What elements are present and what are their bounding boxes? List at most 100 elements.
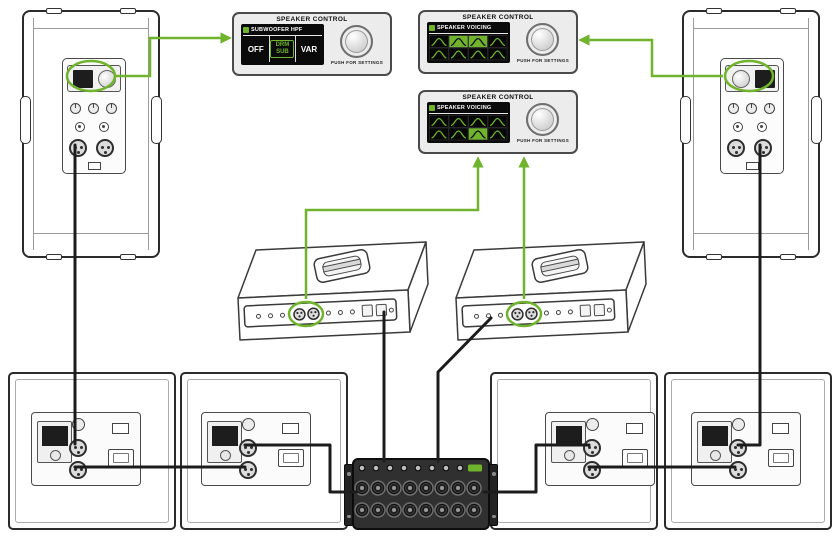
display-title: SPEAKER VOICING (437, 105, 492, 111)
xlr-input (69, 439, 87, 457)
foot (120, 8, 136, 14)
cabinet-frame (15, 379, 169, 523)
voicing-grid (429, 35, 508, 61)
xlr-input (729, 439, 747, 457)
lcd-screen (42, 426, 68, 446)
subwoofer-3 (490, 372, 658, 530)
xlr-thru (239, 461, 257, 479)
level-knob (106, 103, 117, 114)
display-unit (37, 421, 72, 463)
sub-amp-panel (545, 412, 655, 486)
foot (46, 254, 62, 260)
foot (780, 8, 796, 14)
ac-inlet (108, 449, 134, 467)
foot (780, 254, 796, 260)
push-knob (710, 450, 721, 461)
power-switch (746, 162, 759, 170)
display-unit (67, 65, 121, 92)
level-knob (72, 418, 85, 431)
display-unit (697, 421, 732, 463)
panel-header: SPEAKER CONTROL (276, 16, 348, 23)
wedge-subwoofer-right (455, 241, 647, 341)
knob-caption: PUSH FOR SETTINGS (516, 137, 569, 143)
full-range-speaker-left (20, 8, 162, 260)
xlr-input (583, 439, 601, 457)
lcd-screen (755, 70, 775, 88)
sub-amp-panel (691, 412, 801, 486)
cabinet-edge (33, 18, 34, 250)
display-unit (551, 421, 586, 463)
power-switch (282, 423, 299, 434)
xlr-thru (583, 461, 601, 479)
line-jack (75, 122, 85, 132)
cabinet-edge (808, 18, 809, 250)
mixer-gain-knobs (358, 464, 464, 472)
level-knob (728, 103, 739, 114)
sub-amp-panel (201, 412, 311, 486)
knob-caption: PUSH FOR SETTINGS (330, 59, 383, 65)
level-knob (586, 418, 599, 431)
speaker-control-panel-voicing-mid: SPEAKER CONTROL SPEAKER VOICING (418, 90, 578, 154)
hpf-options: OFF DRM SUB VAR (243, 36, 322, 62)
push-knob (50, 450, 61, 461)
combo-jack-field (354, 480, 482, 518)
ac-inlet (278, 449, 304, 467)
back-icon (429, 105, 435, 111)
power-switch (112, 423, 129, 434)
speaker-control-panel-hpf: SPEAKER CONTROL SUBWOOFER HPF OFF DRM SU… (232, 12, 392, 76)
voicing-grid (429, 115, 508, 141)
side-handle (151, 96, 162, 144)
panel-header: SPEAKER CONTROL (462, 94, 534, 101)
cabinet-edge (34, 28, 148, 29)
xlr-connector (69, 139, 87, 157)
back-icon (429, 25, 435, 31)
highlight-wedge-left-connectors (287, 300, 325, 328)
push-knob (220, 450, 231, 461)
option-off: OFF (247, 44, 264, 54)
cabinet-edge (34, 233, 148, 234)
cable-mixer-to-wedge-right (436, 316, 493, 463)
ac-inlet (768, 449, 794, 467)
rack-ear-right (489, 464, 498, 526)
foot (706, 254, 722, 260)
power-switch (772, 423, 789, 434)
lcd-screen (556, 426, 582, 446)
cabinet-edge (694, 233, 808, 234)
amp-panel (720, 58, 784, 174)
mixer-face (354, 464, 482, 518)
brand-logo (468, 464, 482, 472)
subwoofer-2 (180, 372, 348, 530)
sub-amp-panel (31, 412, 141, 486)
level-knob (70, 103, 81, 114)
foot (46, 8, 62, 14)
settings-knob (526, 22, 560, 56)
settings-knob (340, 24, 374, 58)
side-handle (680, 96, 691, 144)
foot (120, 254, 136, 260)
back-icon (243, 27, 249, 33)
option-cell: OFF (243, 36, 270, 62)
lcd-screen (73, 70, 93, 88)
cabinet-edge (694, 28, 808, 29)
push-knob (732, 70, 750, 88)
digital-mixer (344, 458, 498, 530)
level-knob (88, 103, 99, 114)
cabinet-edge (693, 18, 694, 250)
full-range-speaker-right (680, 8, 822, 260)
xlr-connector (96, 139, 114, 157)
power-switch (88, 162, 101, 170)
lcd-display: SUBWOOFER HPF OFF DRM SUB VAR (241, 24, 324, 65)
option-drm-sub: DRM SUB (270, 40, 295, 58)
lcd-display: SPEAKER VOICING (427, 22, 510, 63)
speaker-control-panel-voicing-top: SPEAKER CONTROL SPEAKER VOICING (418, 10, 578, 74)
wedge-subwoofer-left (237, 241, 429, 341)
subwoofer-1 (8, 372, 176, 530)
panel-header: SPEAKER CONTROL (462, 14, 534, 21)
level-knob (242, 418, 255, 431)
line-jack (733, 122, 743, 132)
line-jack (99, 122, 109, 132)
knob-caption: PUSH FOR SETTINGS (516, 57, 569, 63)
lcd-display: SPEAKER VOICING (427, 102, 510, 143)
xlr-connector (754, 139, 772, 157)
arrow-wedge-left-to-voicing-panel (304, 156, 484, 299)
